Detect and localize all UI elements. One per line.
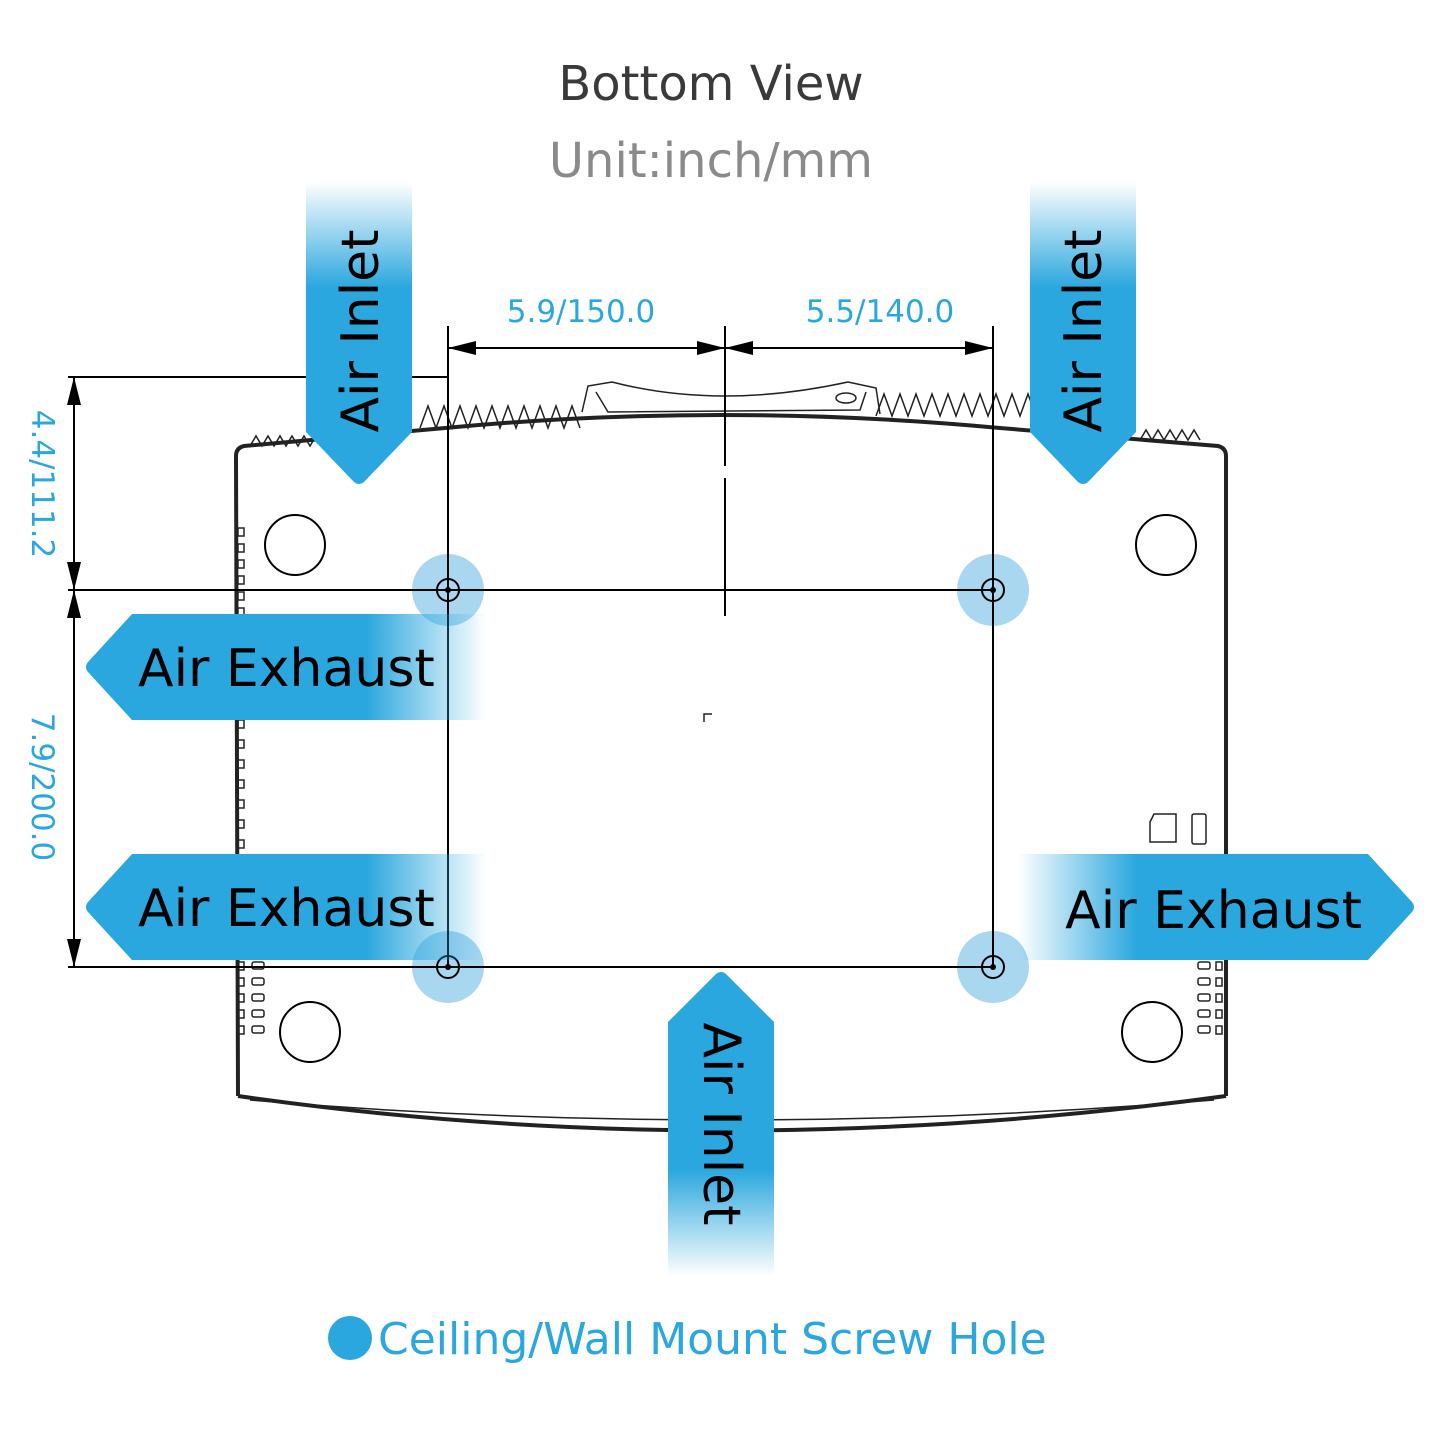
port-slot-icon bbox=[1191, 813, 1207, 845]
legend: Ceiling/Wall Mount Screw Hole bbox=[328, 1314, 1047, 1365]
air-inlet-bottom-label: Air Inlet bbox=[691, 1022, 751, 1225]
screw-hole-bottom-right bbox=[981, 955, 1005, 979]
top-vent-left bbox=[249, 403, 581, 448]
dimension-label-left-lower: 7.9/200.0 bbox=[24, 713, 60, 862]
port-icon bbox=[1149, 813, 1177, 843]
foot-bottom-right bbox=[1121, 1001, 1183, 1063]
air-exhaust-left-upper-label: Air Exhaust bbox=[138, 639, 435, 699]
dimension-lines bbox=[67, 326, 994, 968]
foot-top-left bbox=[264, 514, 326, 576]
side-vent-right bbox=[1197, 961, 1223, 1035]
legend-label: Ceiling/Wall Mount Screw Hole bbox=[378, 1314, 1047, 1365]
air-exhaust-right-label: Air Exhaust bbox=[1065, 881, 1362, 941]
foot-bottom-left bbox=[279, 1001, 341, 1063]
air-inlet-top-left: Air Inlet bbox=[306, 182, 412, 484]
air-exhaust-left-lower-label: Air Exhaust bbox=[138, 879, 435, 939]
center-mark bbox=[703, 713, 712, 722]
air-inlet-bottom: Air Inlet bbox=[668, 972, 774, 1276]
air-exhaust-left-upper: Air Exhaust bbox=[86, 614, 486, 720]
air-inlet-top-right-label: Air Inlet bbox=[1054, 229, 1114, 432]
air-inlet-top-left-label: Air Inlet bbox=[331, 229, 391, 432]
mount-pattern bbox=[412, 554, 1029, 1003]
dimension-label-top-left: 5.9/150.0 bbox=[507, 294, 656, 330]
top-vent-right bbox=[875, 391, 1201, 442]
projector-body bbox=[233, 381, 1228, 1133]
legend-dot-icon bbox=[328, 1316, 372, 1360]
dimension-label-left-upper: 4.4/111.2 bbox=[24, 410, 60, 559]
foot-top-right bbox=[1135, 514, 1197, 576]
air-inlet-top-right: Air Inlet bbox=[1030, 182, 1136, 484]
unit-label: Unit:inch/mm bbox=[549, 133, 873, 189]
page-title: Bottom View bbox=[558, 56, 863, 112]
dimension-label-top-right: 5.5/140.0 bbox=[806, 294, 955, 330]
air-exhaust-right: Air Exhaust bbox=[1018, 854, 1414, 960]
air-exhaust-left-lower: Air Exhaust bbox=[86, 854, 486, 960]
